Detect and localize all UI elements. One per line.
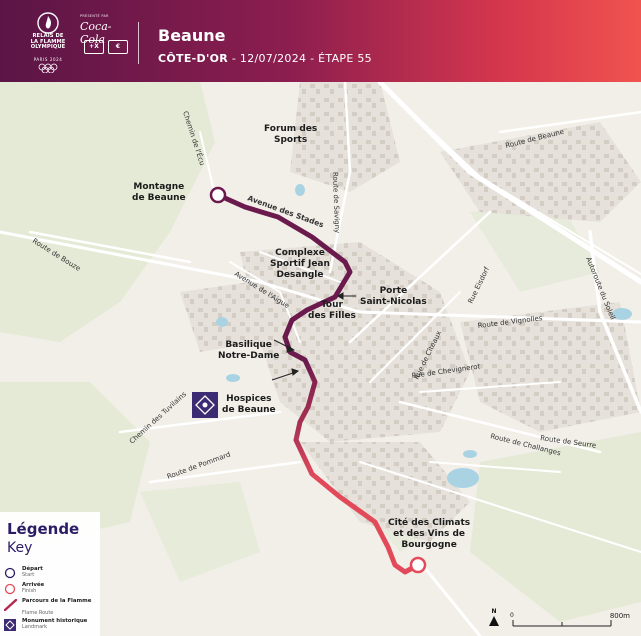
relay-logo-text: RELAIS DE LA FLAMME OLYMPIQUE (24, 33, 72, 51)
flame-route-line (215, 192, 421, 575)
legend-landmark-fr: Monument historique (22, 618, 88, 624)
place-label-tour-line-2: des Filles (308, 311, 356, 321)
place-label-basilique-line-2: Notre-Dame (218, 351, 280, 361)
place-label-complexe[interactable]: Complexe Sportif Jean Desangle (270, 248, 330, 281)
logo-block: RELAIS DE LA FLAMME OLYMPIQUE PARIS 2024… (24, 12, 142, 74)
relay-logo: RELAIS DE LA FLAMME OLYMPIQUE PARIS 2024 (24, 12, 72, 74)
place-label-tour-line-1: Tour (320, 300, 343, 310)
place-label-porte-line-1: Porte (379, 286, 408, 296)
water-bodies (216, 184, 632, 488)
place-label-forum-line-2: Sports (274, 135, 308, 145)
north-arrow: N (488, 608, 500, 628)
place-label-cite-line-2: et des Vins de (393, 529, 466, 539)
route-map[interactable]: Chemin de l'Écu Avenue des Stades Route … (0, 82, 641, 636)
legend-route-fr: Parcours de la Flamme (22, 598, 92, 604)
date-stage: - 12/07/2024 - ÉTAPE 55 (228, 52, 372, 65)
scale-bar: 0 800m (510, 612, 630, 628)
partner-badge-euro: € (108, 40, 128, 54)
partner-block: PRÉSENTÉ PAR Coca-Cola +X € (80, 14, 136, 54)
partner-brand: Coca-Cola (80, 20, 112, 46)
place-label-forum[interactable]: Forum des Sports (264, 124, 317, 146)
place-label-forum-line-1: Forum des (264, 124, 318, 134)
place-label-cite-line-1: Cité des Climats (388, 518, 471, 528)
place-label-porte-line-2: Saint-Nicolas (360, 297, 427, 307)
finish-circle-icon (4, 583, 16, 595)
route-line-icon (4, 599, 18, 611)
place-label-complexe-line-2: Sportif Jean (270, 259, 330, 269)
legend-route-en: Flame Route (22, 610, 54, 616)
place-label-basilique-line-1: Basilique (225, 340, 272, 350)
legend-title: Légende (7, 520, 80, 538)
legend-start-fr: Départ (22, 566, 43, 572)
legend-start-en: Start (22, 572, 35, 578)
callout-arrows (271, 292, 356, 381)
place-label-montagne-line-2: de Beaune (132, 193, 186, 203)
relay-logo-city: PARIS 2024 (33, 57, 63, 62)
place-label-cite[interactable]: Cité des Climats et des Vins de Bourgogn… (388, 518, 470, 551)
landmark-diamond-icon[interactable] (192, 392, 218, 418)
partner-presented-by: PRÉSENTÉ PAR (80, 14, 109, 18)
scale-bar-line-icon (512, 620, 612, 627)
scale-distance: 800m (609, 612, 630, 620)
partner-badge-plus: +X (84, 40, 104, 54)
road-network (0, 82, 641, 636)
start-circle-icon (4, 567, 16, 579)
place-label-hospices-line-2: de Beaune (222, 405, 276, 415)
place-label-complexe-line-3: Desangle (276, 270, 324, 280)
map-canvas[interactable]: Chemin de l'Écu Avenue des Stades Route … (0, 82, 641, 636)
partner-badges: +X € (84, 40, 130, 54)
relay-logo-line-2: LA FLAMME (30, 38, 66, 45)
relay-logo-line-1: RELAIS DE (32, 33, 64, 39)
relay-logo-line-3: OLYMPIQUE (30, 44, 66, 51)
page-subtitle: CÔTE-D'OR - 12/07/2024 - ÉTAPE 55 (158, 52, 372, 65)
page-title: Beaune (158, 26, 226, 45)
place-label-basilique[interactable]: Basilique Notre-Dame (218, 340, 279, 362)
legend-finish-en: Finish (22, 588, 37, 594)
place-label-montagne-line-1: Montagne (133, 182, 185, 192)
place-label-hospices-line-1: Hospices (226, 394, 272, 404)
header-banner: RELAIS DE LA FLAMME OLYMPIQUE PARIS 2024… (0, 0, 641, 82)
map-legend: Légende Key Départ Start Arrivée Finish … (0, 512, 100, 636)
place-label-hospices[interactable]: Hospices de Beaune (222, 394, 276, 416)
department-name: CÔTE-D'OR (158, 52, 229, 65)
place-label-montagne[interactable]: Montagne de Beaune (132, 182, 186, 204)
finish-marker[interactable] (409, 556, 427, 574)
flame-logo-icon (37, 12, 59, 34)
urban-areas (180, 82, 641, 542)
north-arrow-icon (489, 616, 499, 626)
header-divider (138, 22, 139, 64)
legend-subtitle: Key (7, 540, 33, 556)
olympic-rings-icon (38, 63, 58, 73)
place-label-complexe-line-1: Complexe (275, 248, 325, 258)
road-label-route-savigny: Route de Savigny (331, 172, 341, 234)
landmark-icon (4, 619, 16, 631)
legend-finish-fr: Arrivée (22, 582, 45, 588)
legend-landmark-en: Landmark (22, 624, 48, 630)
start-marker[interactable] (209, 186, 227, 204)
scale-zero: 0 (510, 612, 514, 619)
place-label-porte[interactable]: Porte Saint-Nicolas (360, 286, 427, 308)
place-label-cite-line-3: Bourgogne (401, 540, 457, 550)
place-label-tour[interactable]: Tour des Filles (308, 300, 356, 322)
north-label: N (491, 608, 497, 615)
